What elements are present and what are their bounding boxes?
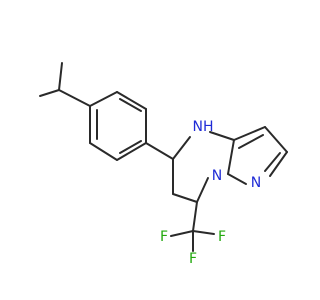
bond-cf3-fleft xyxy=(170,230,194,237)
bond-nring-nbridge xyxy=(227,173,247,185)
bond-phenyl-1 xyxy=(89,91,118,107)
bond-c5-nh xyxy=(172,136,191,160)
n-ring-label: N xyxy=(251,175,261,191)
bond-phenyl-double-1 xyxy=(119,98,142,112)
bond-c2-nring xyxy=(269,151,288,177)
isopropyl-group xyxy=(39,62,91,107)
bond-c3-c2 xyxy=(264,126,288,153)
bond-isopropyl-left xyxy=(39,89,60,97)
bond-nh-c3a xyxy=(209,131,235,141)
bond-c7-c6 xyxy=(172,193,198,203)
trifluoromethyl-group xyxy=(170,201,215,252)
pyrazole-ring xyxy=(227,126,288,185)
f-right-label: F xyxy=(218,229,226,245)
bond-c3a-nbridge xyxy=(227,139,235,175)
bond-isopropyl-to-ring xyxy=(58,89,91,107)
f-bottom-label: F xyxy=(189,251,197,267)
bond-nbridge-c7 xyxy=(196,177,209,203)
bond-c3a-c3 xyxy=(233,126,266,141)
bond-phenyl-to-ring xyxy=(145,142,174,160)
bond-pyrazole-double-1 xyxy=(238,134,264,149)
bond-pyrazole-double-2 xyxy=(264,152,281,172)
bond-phenyl-5 xyxy=(89,142,118,161)
phenyl-ring xyxy=(89,91,147,161)
bond-c7-cf3 xyxy=(192,201,198,232)
bond-phenyl-double-3 xyxy=(119,140,142,154)
f-left-label: F xyxy=(160,229,168,245)
bond-cf3-fright xyxy=(192,230,215,235)
nh-label: NH xyxy=(193,119,214,135)
molecule-diagram: NH N N F F F xyxy=(39,62,288,267)
tetrahydropyrimidine-ring xyxy=(172,131,235,203)
bond-phenyl-4 xyxy=(116,142,147,161)
bond-isopropyl-top xyxy=(58,62,63,91)
bond-phenyl-2 xyxy=(116,91,147,110)
molecule-canvas: NH N N F F F xyxy=(39,62,288,267)
n-bridge-label: N xyxy=(212,168,222,184)
